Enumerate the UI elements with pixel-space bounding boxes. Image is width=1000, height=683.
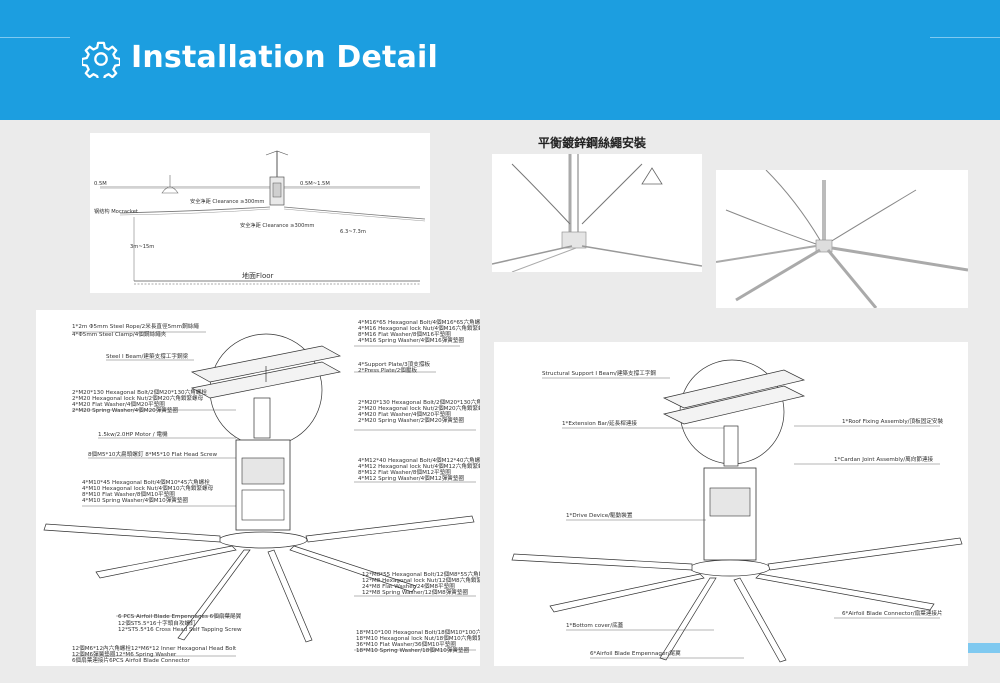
- header-rule-right: [930, 37, 1000, 38]
- clearance-label-2: 安全净距 Clearance ≥300mm: [240, 221, 314, 229]
- floor-label: 地面Floor: [242, 271, 274, 280]
- diagram-label: 12個M6彈簧墊圈12*M6 Spring Washer: [72, 650, 177, 658]
- diagram-label: 4*M12*40 Hexagonal Bolt/4個M12*40六角螺栓: [358, 456, 480, 464]
- right-dim-label: 0.5M~1.5M: [300, 181, 330, 187]
- diagram-label: 4*M16 Hexagonal lock Nut/4個M16六角鎖緊螺母: [358, 324, 480, 332]
- diagram-label: 4*M12 Hexagonal lock Nut/4個M12六角鎖緊螺母: [358, 462, 480, 470]
- diagram-label: Structural Support I Beam/建築支撐工字鋼: [542, 369, 656, 377]
- fan-exploded-diagram-detailed: 1*2m Φ5mm Steel Rope/2米長直徑5mm鋼絲繩 4*Φ5mm …: [36, 310, 498, 666]
- top-dim-label: 0.5M: [94, 181, 107, 187]
- rope-section-title: 平衡鍍鋅鋼絲繩安裝: [538, 136, 647, 150]
- diagram-label: 1*2m Φ5mm Steel Rope/2米長直徑5mm鋼絲繩: [72, 322, 199, 330]
- diagram-label: 18*M10*100 Hexagonal Bolt/18個M10*100六角螺栓: [356, 628, 480, 636]
- diagram-label: 4*M10*45 Hexagonal Bolt/4個M10*45六角螺栓: [82, 478, 210, 486]
- rope-install-photo-1: [491, 154, 703, 273]
- diagram-label: 24*M8 Flat Washer/24個M8平墊圈: [362, 582, 455, 590]
- diagram-label: 36*M10 Flat Washer/36個M10平墊圈: [356, 640, 456, 648]
- side-accent-bar: [968, 643, 1000, 653]
- rope-install-photo-2: [715, 169, 969, 309]
- diagram-label: 18*M10 Spring Washer/18個M10彈簧墊圈: [356, 646, 470, 654]
- diagram-label: 12個M6*12內六角螺栓12*M6*12 Inner Hexagonal He…: [72, 644, 237, 652]
- diagram-label: 12個ST5.5*16十字頭自攻螺釘: [118, 619, 196, 627]
- diagram-label: 8個M5*10大扁頭螺釘 8*M5*10 Flat Head Screw: [88, 450, 217, 458]
- diagram-label: 4*M20 Flat Washer/4個M20平墊圈: [358, 410, 451, 418]
- diagram-label: 2*M20*130 Hexagonal Bolt/2個M20*130六角螺栓: [72, 388, 207, 396]
- diagram-label: 12*ST5.5*16 Cross Head Self Tapping Scre…: [118, 627, 242, 633]
- diagram-label: 1*Cardan Joint Assembly/萬向節連接: [834, 455, 934, 463]
- diagram-label: 8*M12 Flat Washer/8個M12平墊圈: [358, 468, 451, 476]
- diagram-label: 2*M20 Spring Washer/2個M20彈簧墊圈: [358, 416, 464, 424]
- diagram-label: 4*M20 Flat Washer/4個M20平墊圈: [72, 400, 165, 408]
- diagram-label: 6 PCS Airfoil Blade Empennages 6個扇葉尾翼: [118, 612, 242, 620]
- diagram-label: 1.5kw/2.0HP Motor / 電機: [98, 430, 168, 438]
- span-label: 6.3~7.3m: [340, 229, 366, 235]
- diagram-label: 8*M10 Flat Washer/8個M10平墊圈: [82, 490, 175, 498]
- diagram-label: 2*M20 Hexagonal lock Nut/2個M20六角鎖緊螺母: [358, 404, 480, 412]
- diagram-label: 1*Roof Fixing Assembly/頂板固定安裝: [842, 417, 944, 425]
- diagram-label: 18*M10 Hexagonal lock Nut/18個M10六角鎖緊螺母: [356, 634, 480, 642]
- installation-elevation-diagram: 安全净距 Clearance ≥300mm 安全净距 Clearance ≥30…: [90, 133, 430, 293]
- diagram-label: 4*M10 Spring Washer/4個M10彈簧墊圈: [82, 496, 188, 504]
- diagram-label: Steel I Beam/建築支撐工字鋼梁: [106, 352, 189, 360]
- diagram-label: 1*Extension Bar/延長桿連接: [562, 419, 637, 427]
- diagram-label: 4*M16*65 Hexagonal Bolt/4個M16*65六角螺栓: [358, 318, 480, 326]
- bracket-label: 钢结构 Mocracket: [94, 207, 138, 215]
- diagram-label: 12*M8 Spring Washer/12個M8彈簧墊圈: [362, 588, 468, 596]
- diagram-label: 4*Φ5mm Steel Clamp/4個鋼絲繩夾: [72, 330, 167, 338]
- diagram-label: 1*Drive Device/驅動裝置: [566, 511, 633, 519]
- diagram-label: 4*M12 Spring Washer/4個M12彈簧墊圈: [358, 474, 464, 482]
- header-banner: Installation Detail: [0, 0, 1000, 120]
- diagram-label: 12*M8*55 Hexagonal Bolt/12個M8*55六角螺栓: [362, 570, 480, 578]
- diagram-label: 2*M20 Hexagonal lock Nut/2個M20六角鎖緊螺母: [72, 394, 204, 402]
- diagram-label: 4*Support Plate/3頂支撐板: [358, 360, 430, 368]
- diagram-label: 6*Airfoil Blade Connector/扇葉連接片: [842, 609, 943, 617]
- diagram-label: 12*M8 Hexagonal lock Nut/12個M8六角鎖緊螺母: [362, 576, 480, 584]
- diagram-label: 6個扇葉連接片6PCS Airfoil Blade Connector: [72, 656, 190, 664]
- diagram-label: 1*Bottom cover/底蓋: [566, 621, 624, 629]
- diagram-label: 4*M16 Spring Washer/4個M16彈簧墊圈: [358, 336, 464, 344]
- header-rule-left: [0, 37, 70, 38]
- height-dim-label: 3m~15m: [130, 244, 154, 250]
- diagram-label: 8*M16 Flat Washer/8個M16平墊圈: [358, 330, 451, 338]
- gear-icon: [82, 41, 120, 78]
- page-title: Installation Detail: [131, 40, 439, 75]
- diagram-label: 2*M20*130 Hexagonal Bolt/2個M20*130六角螺栓: [358, 398, 480, 406]
- diagram-label: 6*Airfoil Blade Empennager/尾翼: [590, 650, 681, 657]
- diagram-label: 2*Press Plate/2個壓板: [358, 366, 417, 374]
- diagram-label: 4*M10 Hexagonal lock Nut/4個M10六角鎖緊螺母: [82, 484, 214, 492]
- fan-exploded-diagram-simple: Structural Support I Beam/建築支撐工字鋼 1*Exte…: [494, 342, 968, 666]
- diagram-label: 2*M20 Spring Washer/4個M20彈簧墊圈: [72, 406, 178, 414]
- clearance-label-1: 安全净距 Clearance ≥300mm: [190, 197, 264, 205]
